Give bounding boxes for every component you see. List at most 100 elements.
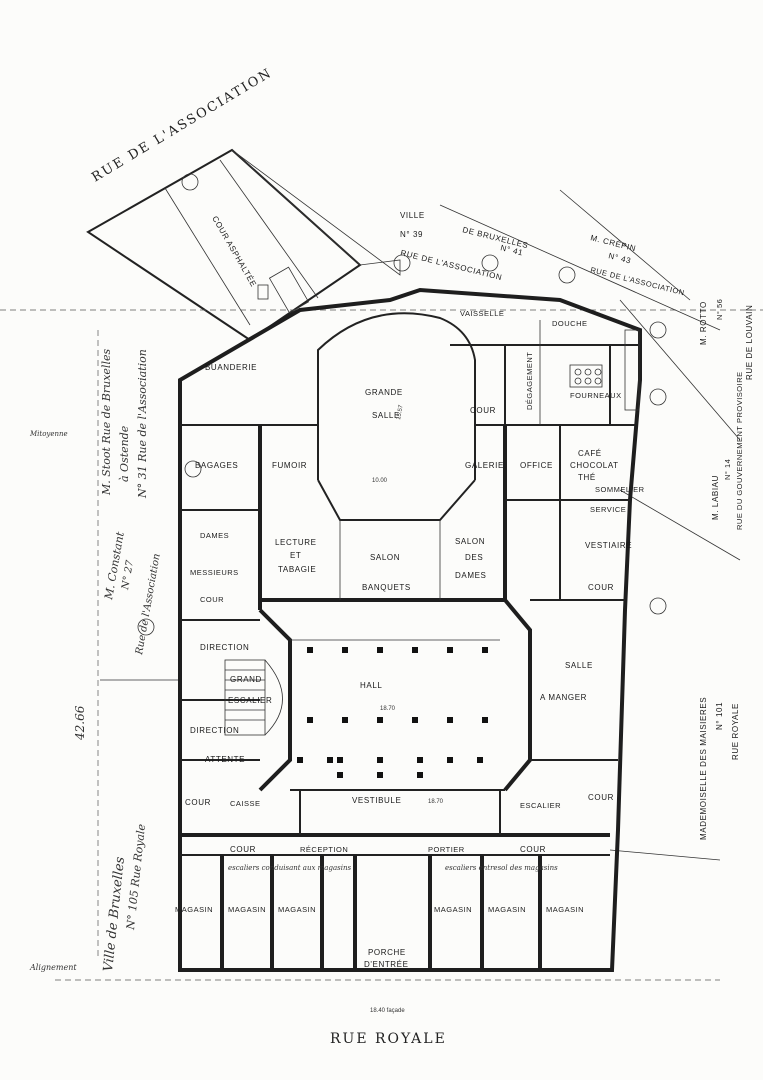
room-tabagie: TABAGIE [278, 565, 316, 574]
room-vaisselle: VAISSELLE [460, 309, 504, 318]
room-grande: GRANDE [365, 388, 403, 397]
room-cour-bottom-left: COUR [230, 845, 256, 854]
room-et: ET [290, 551, 301, 560]
column [447, 757, 453, 763]
left-neighbour-1b: à Ostende [118, 425, 131, 482]
room-service: SERVICE [590, 505, 626, 514]
column [377, 757, 383, 763]
room-des: DES [465, 553, 483, 562]
room-caisse: CAISSE [230, 799, 261, 808]
shop-2: MAGASIN [228, 905, 266, 914]
column [327, 757, 333, 763]
dim-grande: 15.57 [396, 404, 405, 420]
room-a-manger: A MANGER [540, 693, 587, 702]
column [342, 647, 348, 653]
room-cour-top: COUR [470, 406, 496, 415]
room-hall: HALL [360, 681, 382, 690]
room-cour-lr: COUR [588, 793, 614, 802]
right-neighbour-labiau-street: RUE DU GOUVERNEMENT PROVISOIRE [735, 371, 744, 530]
column [377, 772, 383, 778]
left-neighbour-1c: N° 31 Rue de l'Association [136, 349, 149, 499]
room-cour-right: COUR [588, 583, 614, 592]
column [482, 647, 488, 653]
shop-5: MAGASIN [488, 905, 526, 914]
nb-n39: N° 39 [400, 230, 423, 239]
lot-markers [137, 173, 667, 636]
right-neighbour-maisieres: MADEMOISELLE DES MAISIERES [699, 697, 708, 840]
room-salon-dames: SALON [455, 537, 485, 546]
outer-walls [178, 287, 642, 972]
shop-6: MAGASIN [546, 905, 584, 914]
room-salon-banquets: SALON [370, 553, 400, 562]
hall-columns [297, 647, 488, 778]
room-buanderie: BUANDERIE [205, 363, 257, 372]
room-dames-wc: DAMES [200, 531, 229, 540]
room-bagages: BAGAGES [195, 461, 238, 470]
grand-staircase [224, 659, 283, 736]
column [417, 772, 423, 778]
note-alignement: Alignement [29, 963, 77, 972]
room-office: OFFICE [520, 461, 553, 470]
column [447, 647, 453, 653]
room-cour-wl: COUR [200, 595, 224, 604]
right-neighbour-labiau-n: N° 14 [723, 459, 732, 480]
room-degagement: DÉGAGEMENT [525, 352, 534, 410]
right-neighbour-labiau: M. LABIAU [711, 475, 720, 520]
note-esc-mag2: escaliers entresol des magasins [445, 864, 558, 872]
column [412, 647, 418, 653]
room-dentree: D'ENTRÉE [364, 960, 409, 969]
room-direction: DIRECTION [200, 643, 249, 652]
right-neighbour-maisieres-street: RUE ROYALE [731, 703, 740, 760]
room-grand: GRAND [230, 675, 262, 684]
right-neighbour-maisieres-n: N° 101 [715, 702, 724, 730]
dim-vestibule: 18.70 [428, 799, 444, 805]
room-messieurs: MESSIEURS [190, 568, 239, 577]
room-porche: PORCHE [368, 948, 406, 957]
room-lecture: LECTURE [275, 538, 317, 547]
right-neighbour-rotto-n: N° 56 [715, 299, 724, 320]
fourneaux-fixture [569, 329, 640, 411]
room-cafe: CAFÉ [578, 449, 602, 458]
shop-1: MAGASIN [175, 905, 213, 914]
room-salle-grande: SALLE [372, 411, 400, 420]
room-the: THÉ [578, 473, 596, 482]
shop-3: MAGASIN [278, 905, 316, 914]
dim-facade: 18.40 façade [370, 1008, 405, 1014]
room-cour-bottom-right: COUR [520, 845, 546, 854]
shop-4: MAGASIN [434, 905, 472, 914]
column [377, 647, 383, 653]
room-fumoir: FUMOIR [272, 461, 307, 470]
annex-block [86, 148, 401, 342]
room-direction2: DIRECTION [190, 726, 239, 735]
column [307, 647, 313, 653]
room-cour-left: COUR [185, 798, 211, 807]
left-neighbour-2b: N° 27 [120, 559, 136, 592]
room-dames: DAMES [455, 571, 486, 580]
nb-ville: VILLE [400, 211, 425, 220]
column [377, 717, 383, 723]
room-escalier-right: ESCALIER [520, 801, 561, 810]
room-banquets: BANQUETS [362, 583, 411, 592]
left-neighbour-1: M. Stoot Rue de Bruxelles [100, 349, 113, 496]
column [342, 717, 348, 723]
column [337, 772, 343, 778]
property-lines [0, 189, 763, 981]
dim-hall: 18.70 [380, 706, 396, 712]
room-escalier: ESCALIER [228, 696, 272, 705]
dim-salle: 10.00 [372, 478, 388, 484]
note-esc-mag: escaliers conduisant aux magasins [228, 864, 351, 872]
room-reception: RÉCEPTION [300, 845, 348, 854]
interior-walls [180, 320, 640, 970]
note-mitoyenne: Mitoyenne [29, 430, 68, 438]
right-neighbour-rotto: M. ROTTO [699, 301, 708, 345]
column [412, 717, 418, 723]
column [297, 757, 303, 763]
column [477, 757, 483, 763]
column [447, 717, 453, 723]
street-bottom: RUE ROYALE [330, 1031, 447, 1047]
room-attente: ATTENTE [205, 755, 245, 764]
room-fourneaux: FOURNEAUX [570, 391, 622, 400]
column [337, 757, 343, 763]
